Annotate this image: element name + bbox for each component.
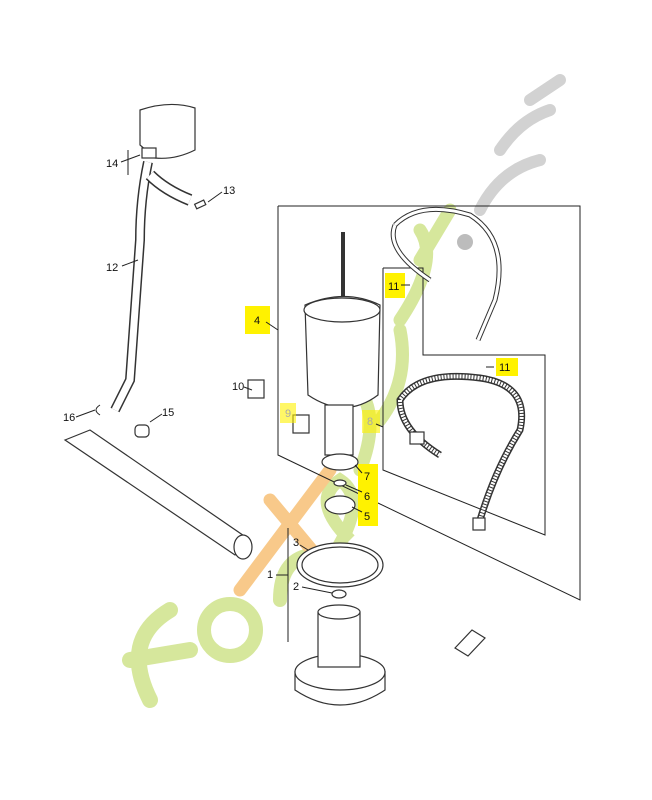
tank-outlet <box>324 404 354 456</box>
callout-9: 9 <box>285 408 291 420</box>
clip <box>141 147 157 159</box>
seal-7 <box>321 453 359 471</box>
callout-7: 7 <box>364 471 370 483</box>
valve-5 <box>324 495 356 515</box>
pump-rod <box>63 429 251 556</box>
clamp-9 <box>292 414 310 434</box>
vent-tube <box>393 206 502 341</box>
callout-5: 5 <box>364 511 370 523</box>
callout-10: 10 <box>232 381 244 393</box>
highlight-4 <box>245 306 270 334</box>
fuel-hose <box>396 372 526 522</box>
base-cylinder <box>317 611 361 668</box>
pin-15 <box>134 424 150 438</box>
callout-6: 6 <box>364 491 370 503</box>
callout-3: 3 <box>293 537 299 549</box>
watermark <box>122 74 566 708</box>
washer-6 <box>333 479 347 487</box>
callout-11: 11 <box>388 281 399 293</box>
callout-8: 8 <box>367 416 373 428</box>
highlight-8 <box>362 410 380 433</box>
callout-14: 14 <box>106 158 118 170</box>
callout-12: 12 <box>106 262 118 274</box>
callout-1: 1 <box>267 569 273 581</box>
hose-frame <box>382 267 546 536</box>
elbow-fitting <box>454 629 486 657</box>
highlight-9 <box>280 403 296 423</box>
handle-grip <box>139 103 196 159</box>
assembly-frame <box>277 205 581 601</box>
callout-2: 2 <box>293 581 299 593</box>
hose-fitting <box>472 517 486 531</box>
callout-15: 15 <box>162 407 174 419</box>
filter <box>409 431 425 445</box>
tank <box>304 296 381 408</box>
callout-11: 11 <box>499 362 510 374</box>
callout-4: 4 <box>254 315 260 327</box>
highlight-11a <box>385 273 405 298</box>
highlight-5-7 <box>358 464 378 526</box>
callout-16: 16 <box>63 412 75 424</box>
pin-13 <box>193 199 207 210</box>
callout-13: 13 <box>223 185 235 197</box>
highlight-11b <box>496 358 518 376</box>
washer-2 <box>331 589 347 599</box>
rod-end <box>233 534 253 560</box>
